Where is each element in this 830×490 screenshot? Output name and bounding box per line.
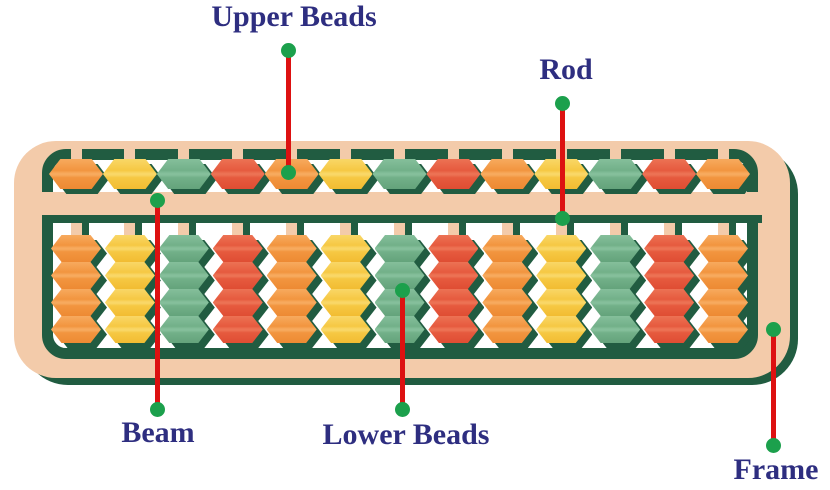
pointer-frame xyxy=(765,321,781,453)
pointer-beam xyxy=(149,192,165,417)
pointer-line xyxy=(285,49,291,173)
pointer-lower-beads xyxy=(394,282,410,417)
beam-shadow xyxy=(48,215,762,223)
label-lower-beads: Lower Beads xyxy=(322,418,490,451)
pointer-dot xyxy=(765,321,781,337)
pointer-dot xyxy=(280,164,296,180)
pointer-dot xyxy=(149,401,165,417)
pointer-dot xyxy=(149,192,165,208)
pointer-dot xyxy=(394,401,410,417)
pointer-upper-beads xyxy=(280,42,296,180)
label-beam: Beam xyxy=(121,416,195,449)
pointer-line xyxy=(559,102,565,219)
pointer-dot xyxy=(765,437,781,453)
pointer-rod xyxy=(554,95,570,226)
pointer-dot xyxy=(394,282,410,298)
pointer-dot xyxy=(554,95,570,111)
pointer-line xyxy=(399,289,405,410)
pointer-dot xyxy=(554,210,570,226)
beam xyxy=(42,192,758,215)
pointer-line xyxy=(770,328,776,446)
label-frame: Frame xyxy=(733,453,819,486)
label-upper-beads: Upper Beads xyxy=(211,0,377,33)
pointer-dot xyxy=(280,42,296,58)
label-rod: Rod xyxy=(539,53,593,86)
pointer-line xyxy=(154,199,160,410)
